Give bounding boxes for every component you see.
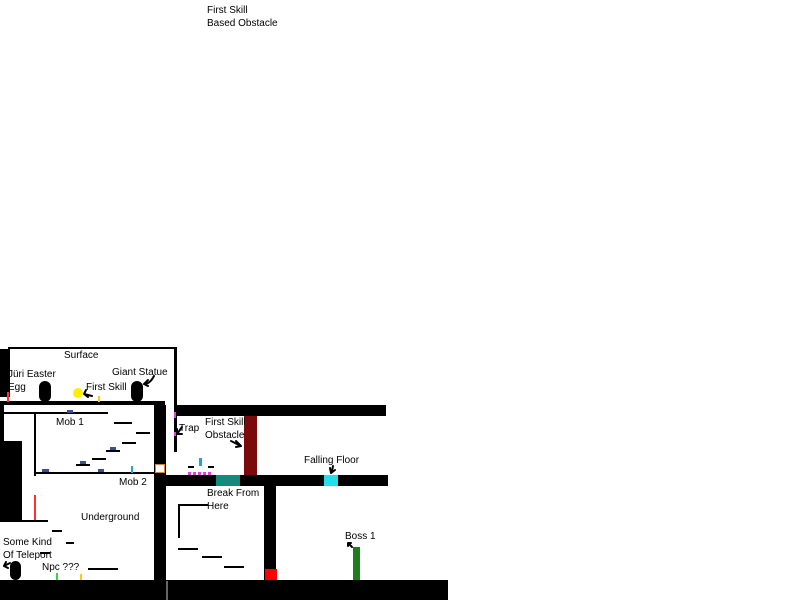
trap-platform xyxy=(208,466,214,468)
platform xyxy=(92,458,106,460)
shaft-wall xyxy=(264,486,276,580)
mob2-floor xyxy=(36,472,156,474)
label-break-from-here: Break From Here xyxy=(207,488,260,512)
trap-marker xyxy=(199,458,202,466)
ground-floor xyxy=(0,580,448,600)
ground-floor-seam xyxy=(166,581,168,600)
boss1 xyxy=(353,547,360,580)
first-skill-orb xyxy=(73,388,83,398)
break-floor xyxy=(216,475,240,486)
label-falling-floor: Falling Floor xyxy=(304,455,360,466)
npc-marker-green xyxy=(56,573,58,580)
platform xyxy=(202,556,222,558)
arrow-icon xyxy=(329,465,336,474)
label-boss1: Boss 1 xyxy=(345,531,376,542)
platform xyxy=(122,442,136,444)
left-edge-wall-b xyxy=(0,441,22,520)
main-corridor-floor xyxy=(166,475,388,486)
mob-enemy xyxy=(42,469,49,472)
platform xyxy=(114,422,132,424)
platform xyxy=(76,464,90,466)
surface-room-top-line xyxy=(8,347,176,349)
trap-marker xyxy=(174,412,176,418)
mob2-marker xyxy=(131,466,133,473)
mob-enemy xyxy=(80,461,86,464)
mob1-floor xyxy=(4,412,108,414)
label-surface: Surface xyxy=(64,350,99,361)
trap-platform xyxy=(188,466,194,468)
mob-area-red-door xyxy=(34,495,36,520)
label-first-skill: First Skill xyxy=(86,382,127,393)
mob-enemy xyxy=(110,447,116,450)
npc-marker-yellow xyxy=(80,574,82,580)
mob-enemy xyxy=(98,469,104,472)
giant-statue xyxy=(131,381,143,402)
label-npc: Npc ??? xyxy=(42,562,80,573)
easter-egg-pillar xyxy=(39,381,51,402)
platform xyxy=(40,552,50,554)
label-first-skill-obstacle: First Skill Obstacle xyxy=(205,417,246,441)
lower-room-bracket-v xyxy=(178,504,180,538)
teleport xyxy=(10,561,21,580)
label-underground: Underground xyxy=(81,512,140,523)
easter-egg-red-mark xyxy=(7,392,9,402)
left-edge-wall-a xyxy=(0,405,4,441)
platform xyxy=(224,566,244,568)
underground-ceiling xyxy=(0,520,48,522)
platform xyxy=(66,542,74,544)
trap-marker xyxy=(174,432,176,436)
central-pillar xyxy=(154,405,166,580)
trap-spikes xyxy=(188,472,212,475)
mob-area-divider xyxy=(34,414,36,476)
label-trap: Trap xyxy=(179,423,200,434)
door-frame xyxy=(155,464,165,473)
platform xyxy=(88,568,118,570)
upper-corridor-ceiling xyxy=(176,405,386,416)
platform xyxy=(52,530,62,532)
label-giant-statue: Giant Statue xyxy=(112,367,168,378)
surface-room-left-wall xyxy=(0,349,10,397)
label-mob2: Mob 2 xyxy=(119,477,147,488)
label-teleport: Some Kind Of Teleport xyxy=(3,537,52,561)
platform xyxy=(178,548,198,550)
surface-room-right-wall xyxy=(174,347,177,452)
label-mob1: Mob 1 xyxy=(56,417,84,428)
surface-floor xyxy=(0,401,165,405)
arrow-icon xyxy=(347,542,353,548)
label-juri-easter-egg: Jüri Easter Egg xyxy=(8,369,56,393)
platform xyxy=(136,432,150,434)
first-skill-marker xyxy=(98,396,100,402)
falling-floor xyxy=(324,475,338,486)
lower-room-bracket-h xyxy=(178,504,208,506)
first-skill-obstacle xyxy=(244,416,257,475)
platform xyxy=(106,450,120,452)
label-first-skill-based-obstacle: First Skill Based Obstacle xyxy=(207,5,278,29)
red-block xyxy=(265,569,277,580)
mob1-enemy xyxy=(67,410,73,413)
